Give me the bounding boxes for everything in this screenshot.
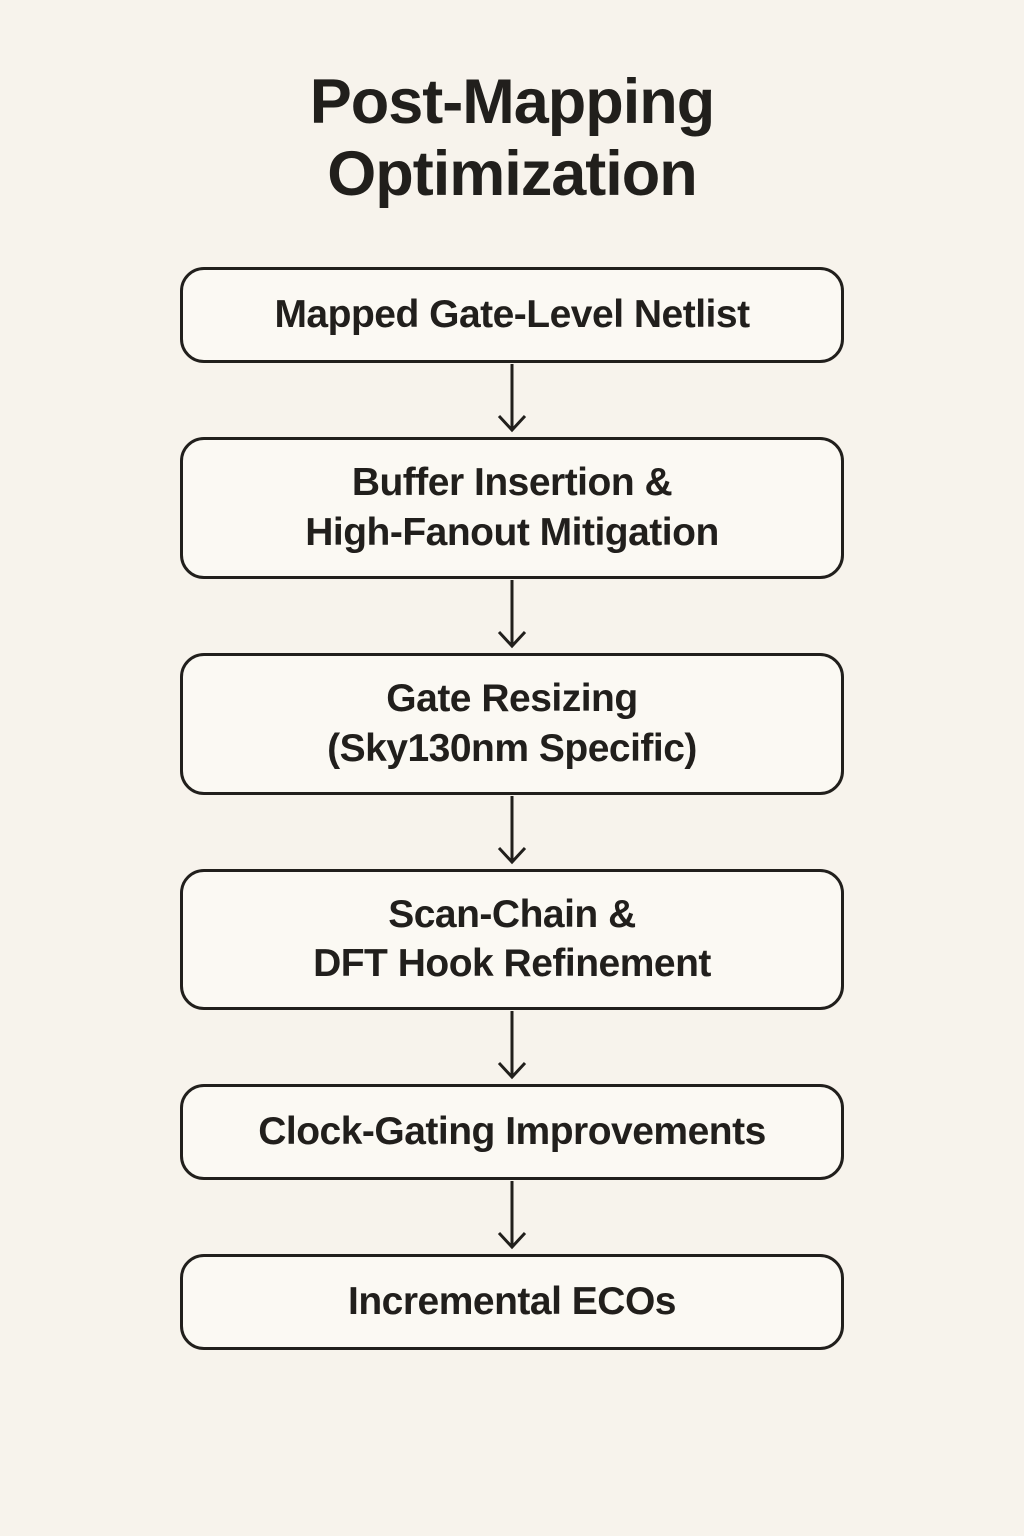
arrow-down-icon	[490, 579, 534, 652]
arrow-down-icon	[490, 363, 534, 436]
arrow-down-icon	[490, 1181, 534, 1253]
flow-node-scan-chain-dft-hook-refinement: Scan-Chain & DFT Hook Refinement	[180, 868, 844, 1011]
page-title: Post-Mapping Optimization	[309, 67, 715, 210]
flowchart: Mapped Gate-Level Netlist Buffer Inserti…	[180, 266, 844, 1351]
flow-node-clock-gating-improvements: Clock-Gating Improvements	[180, 1084, 844, 1181]
arrow-down-icon	[490, 1011, 534, 1083]
arrow-down-icon	[490, 795, 534, 868]
flow-node-mapped-gate-level-netlist: Mapped Gate-Level Netlist	[180, 266, 844, 363]
flow-node-incremental-ecos: Incremental ECOs	[180, 1254, 844, 1351]
flow-node-buffer-insertion-high-fanout-mitigation: Buffer Insertion & High-Fanout Mitigatio…	[180, 436, 844, 579]
flow-node-gate-resizing-sky130nm-specific: Gate Resizing (Sky130nm Specific)	[180, 652, 844, 795]
